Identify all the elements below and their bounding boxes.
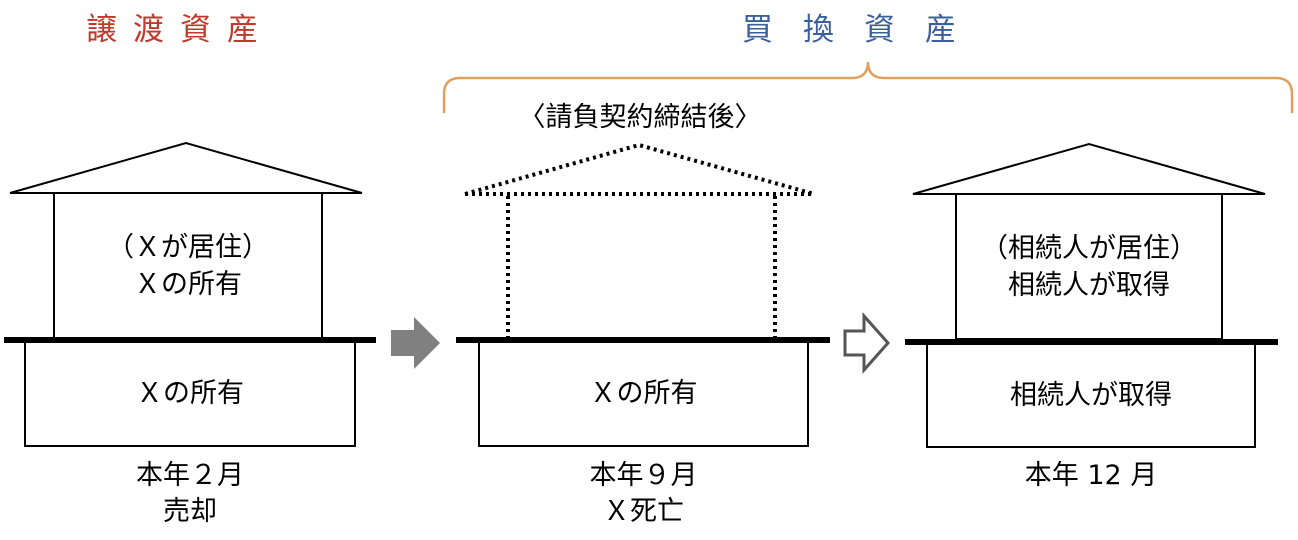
house-3-lower-label: 相続人が取得	[1010, 379, 1172, 411]
house-3-roof	[912, 142, 1266, 195]
house-3-lower-floor	[926, 342, 1256, 448]
house-1-caption: 本年２月 売却	[25, 458, 355, 530]
house-3-upper-floor	[955, 193, 1223, 340]
house-2	[456, 142, 830, 447]
arrow-outline	[843, 312, 891, 374]
house-1-lower-label: Ｘの所有	[136, 378, 244, 409]
house-2-caption: 本年９月 Ｘ死亡	[479, 458, 808, 530]
arrow-filled	[391, 317, 440, 369]
house-2-lower-text: Ｘの所有	[479, 341, 808, 446]
replacement-asset-title: 買換資産	[742, 12, 986, 48]
house-2-caption-event: Ｘ死亡	[603, 496, 684, 527]
house-1-upper-line-1: （Ｘが居住）	[107, 232, 269, 263]
house-1-upper-text: （Ｘが居住） Ｘの所有	[54, 193, 322, 339]
house-2-roof-dotted	[464, 142, 815, 196]
house-1-caption-event: 売却	[163, 496, 217, 527]
replacement-brace	[442, 61, 1294, 113]
house-1	[4, 141, 376, 447]
house-1-lower-text: Ｘの所有	[25, 341, 355, 446]
house-2-caption-date: 本年９月	[589, 460, 698, 491]
house-3-upper-line-1: （相続人が居住）	[981, 232, 1197, 264]
house-3-caption-date: 本年 12 月	[1024, 460, 1158, 491]
house-1-upper-line-2: Ｘの所有	[134, 269, 242, 300]
house-2-lower-label: Ｘの所有	[589, 378, 698, 409]
house-3-caption: 本年 12 月	[927, 458, 1255, 494]
house-1-roof	[9, 141, 363, 194]
house-1-caption-date: 本年２月	[136, 460, 244, 491]
contract-note: 〈請負契約締結後〉	[518, 102, 762, 133]
house-3	[905, 142, 1278, 448]
transfer-asset-title: 譲渡資産	[86, 12, 274, 48]
house-3-upper-line-2: 相続人が取得	[1008, 269, 1170, 301]
house-3-lower-text: 相続人が取得	[927, 343, 1255, 447]
house-1-upper-floor	[53, 192, 323, 340]
house-3-upper-text: （相続人が居住） 相続人が取得	[956, 194, 1222, 339]
